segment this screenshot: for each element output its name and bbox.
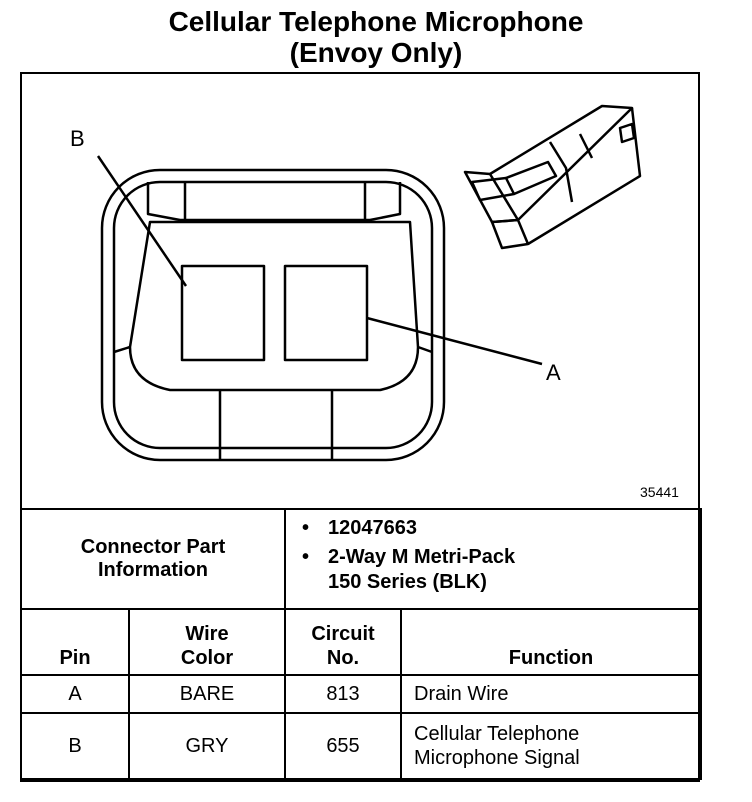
callout-b: B [70,126,85,151]
connector-face-outer [100,168,446,462]
connector-figure: B A [20,72,700,508]
diagram-frame [20,72,700,782]
connector-3d-view [463,104,642,250]
header-wire-color-line-1: Wire [185,623,229,645]
wire-color-cell: GRY [128,712,286,780]
connector-illustration [96,104,642,462]
connector-latch [146,182,402,222]
header-pin-text: Pin [59,647,91,669]
pin-cell: A [20,674,130,714]
bullet-icon: • [302,546,310,568]
table-row: B GRY 655 Cellular Telephone Microphone … [20,712,702,780]
connector-description-line-2: 150 Series (BLK) [328,571,487,593]
diagram-title: Cellular Telephone Microphone (Envoy Onl… [0,6,752,68]
header-circuit: Circuit No. [284,608,402,676]
connector-keyway [218,390,334,460]
function-cell: Cellular Telephone Microphone Signal [400,712,702,780]
circuit-cell: 813 [284,674,402,714]
leader-line-a [366,316,543,366]
bullet-icon: • [302,517,310,539]
header-pin: Pin [20,608,130,676]
header-circuit-line-2: No. [326,647,360,669]
pin-cavity-b [180,264,266,362]
header-circuit-line-1: Circuit [311,623,375,645]
connector-info-details: • 12047663 • 2-Way M Metri-Pack 150 Seri… [284,508,702,610]
connector-info-label-line-2: Information [98,559,208,581]
title-line-1: Cellular Telephone Microphone [168,6,584,37]
header-function-text: Function [508,647,594,669]
connector-info-label: Connector Part Information [20,508,286,610]
pin-cell: B [20,712,130,780]
column-header-row: Pin Wire Color Circuit No. Function [20,608,702,676]
header-wire-color: Wire Color [128,608,286,676]
function-line-2: Microphone Signal [414,747,580,769]
figure-number: 35441 [640,484,679,500]
connector-inner-face [128,220,420,392]
circuit-cell: 655 [284,712,402,780]
leader-line-b [96,155,188,287]
wire-color-cell: BARE [128,674,286,714]
function-cell: Drain Wire [400,674,702,714]
callout-a: A [546,360,561,385]
header-wire-color-line-2: Color [180,647,234,669]
title-line-2: (Envoy Only) [289,37,463,68]
function-line-1: Drain Wire [414,683,509,705]
table-row: A BARE 813 Drain Wire [20,674,702,714]
function-line-1: Cellular Telephone [414,723,580,745]
connector-table: Connector Part Information • 12047663 • … [20,508,702,780]
pin-cavity-a [283,264,369,362]
connector-face-inner [112,180,434,450]
header-function: Function [400,608,702,676]
connector-part-number: 12047663 [328,517,417,539]
connector-info-row: Connector Part Information • 12047663 • … [20,508,702,610]
connector-description-line-1: 2-Way M Metri-Pack [328,546,516,568]
connector-info-label-line-1: Connector Part [80,536,226,558]
